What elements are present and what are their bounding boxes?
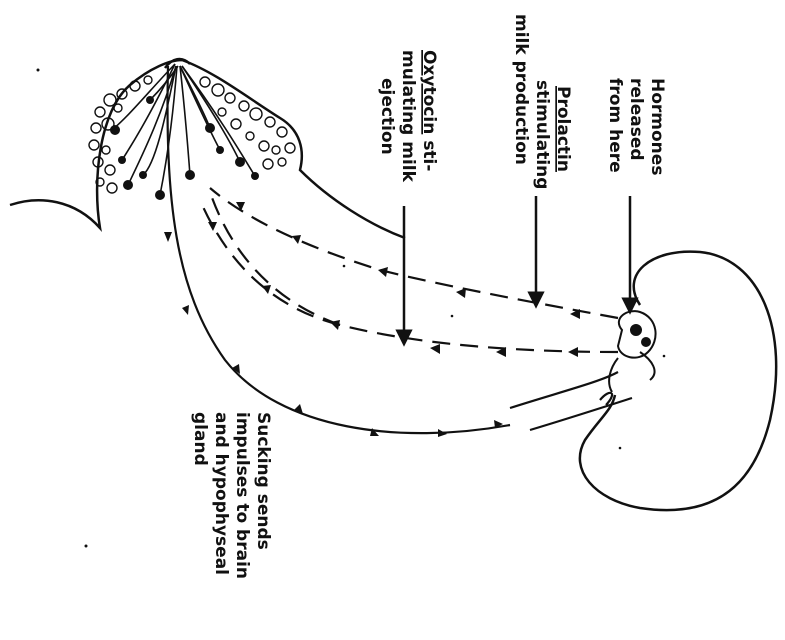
hormones-line-2: released [626, 78, 646, 161]
hormones-line-3: from here [605, 78, 625, 173]
prolactin-name: Prolactin [553, 86, 573, 172]
sucking-line-2: impulses to brain [232, 412, 252, 579]
nerve-arrows [164, 232, 503, 437]
hormones-line-1: Hormones [647, 78, 667, 175]
label-prolactin: Prolactin stimulating milk production [511, 14, 573, 189]
sucking-line-1: Sucking sends [253, 412, 273, 550]
label-sucking: Sucking sends impulses to brain and hypo… [190, 412, 273, 579]
oxytocin-line-2: mulating milk [398, 50, 418, 183]
oxytocin-line-1b: sti- [419, 140, 439, 171]
label-hormones: Hormones released from here [605, 78, 667, 175]
oxytocin-pathway-upper [210, 192, 618, 352]
prolactin-line-2: stimulating [532, 80, 552, 189]
prolactin-line-3: milk production [511, 14, 531, 165]
label-oxytocin: Oxytocin sti- mulating milk ejection [377, 50, 439, 183]
sucking-line-4: gland [190, 412, 210, 466]
oxytocin-name: Oxytocin [419, 50, 439, 134]
prolactin-pathway [210, 188, 618, 318]
oxytocin-pathway-lower [200, 200, 340, 325]
sucking-line-3: and hypophyseal [211, 412, 231, 575]
oxytocin-line-3: ejection [377, 78, 397, 155]
svg-text:Oxytocinsti-: Oxytocin sti- [419, 50, 439, 171]
sucking-nerve-pathway [168, 66, 510, 433]
